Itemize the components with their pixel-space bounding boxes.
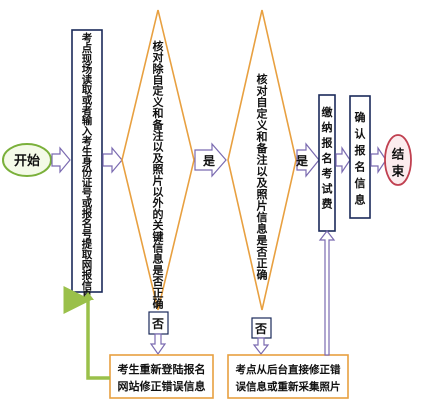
fix2-line-2: 误信息或重新采集照片 [236,380,341,393]
fix1-line-2: 网站修正错误信息 [118,379,206,393]
arrow-yes-1 [194,142,227,178]
no-label-1: 否 [151,317,164,331]
loop-fix2-to-pay [318,230,336,356]
step1-box [71,29,103,293]
confirm-box [349,95,371,219]
fix2-box [227,354,349,399]
arrow-start-to-step1 [51,146,71,174]
step1-label: 考点现场读取或者输入考生身份证号或报名号提取网报信息 [81,32,93,303]
start-node [2,143,52,177]
start-label: 开始 [14,153,40,169]
check1-diamond [121,9,195,311]
no-label-2: 否 [254,322,267,336]
end-node [384,134,412,186]
confirm-label: 确认报名信息 [355,110,367,207]
arrow-yes-2 [296,142,320,178]
arrow-no-1 [149,333,167,356]
check2-diamond [227,9,297,311]
pay-label: 缴纳报名考试费 [322,105,334,211]
end-label: 结束 [391,146,405,178]
loop-fix1-arrowhead [82,292,94,300]
loop-fix1-to-step1 [63,286,110,380]
fix2-line-1: 考点从后台直接修正错 [236,363,341,376]
arrow-pay-to-confirm [335,146,351,174]
arrow-confirm-to-end [370,146,387,174]
yes-label-1: 是 [202,154,216,168]
check1-label: 核对除自定义和备注以及照片以外的关键信息是否正确 [152,39,165,311]
yes-label-2: 是 [295,154,309,168]
arrow-no-2 [252,337,270,355]
fix1-box [109,354,214,399]
arrow-step1-to-check1 [102,146,123,174]
check2-label: 核对自定义和备注以及照片信息是否正确 [256,72,269,282]
fix1-line-1: 考生重新登陆报名 [118,362,206,376]
